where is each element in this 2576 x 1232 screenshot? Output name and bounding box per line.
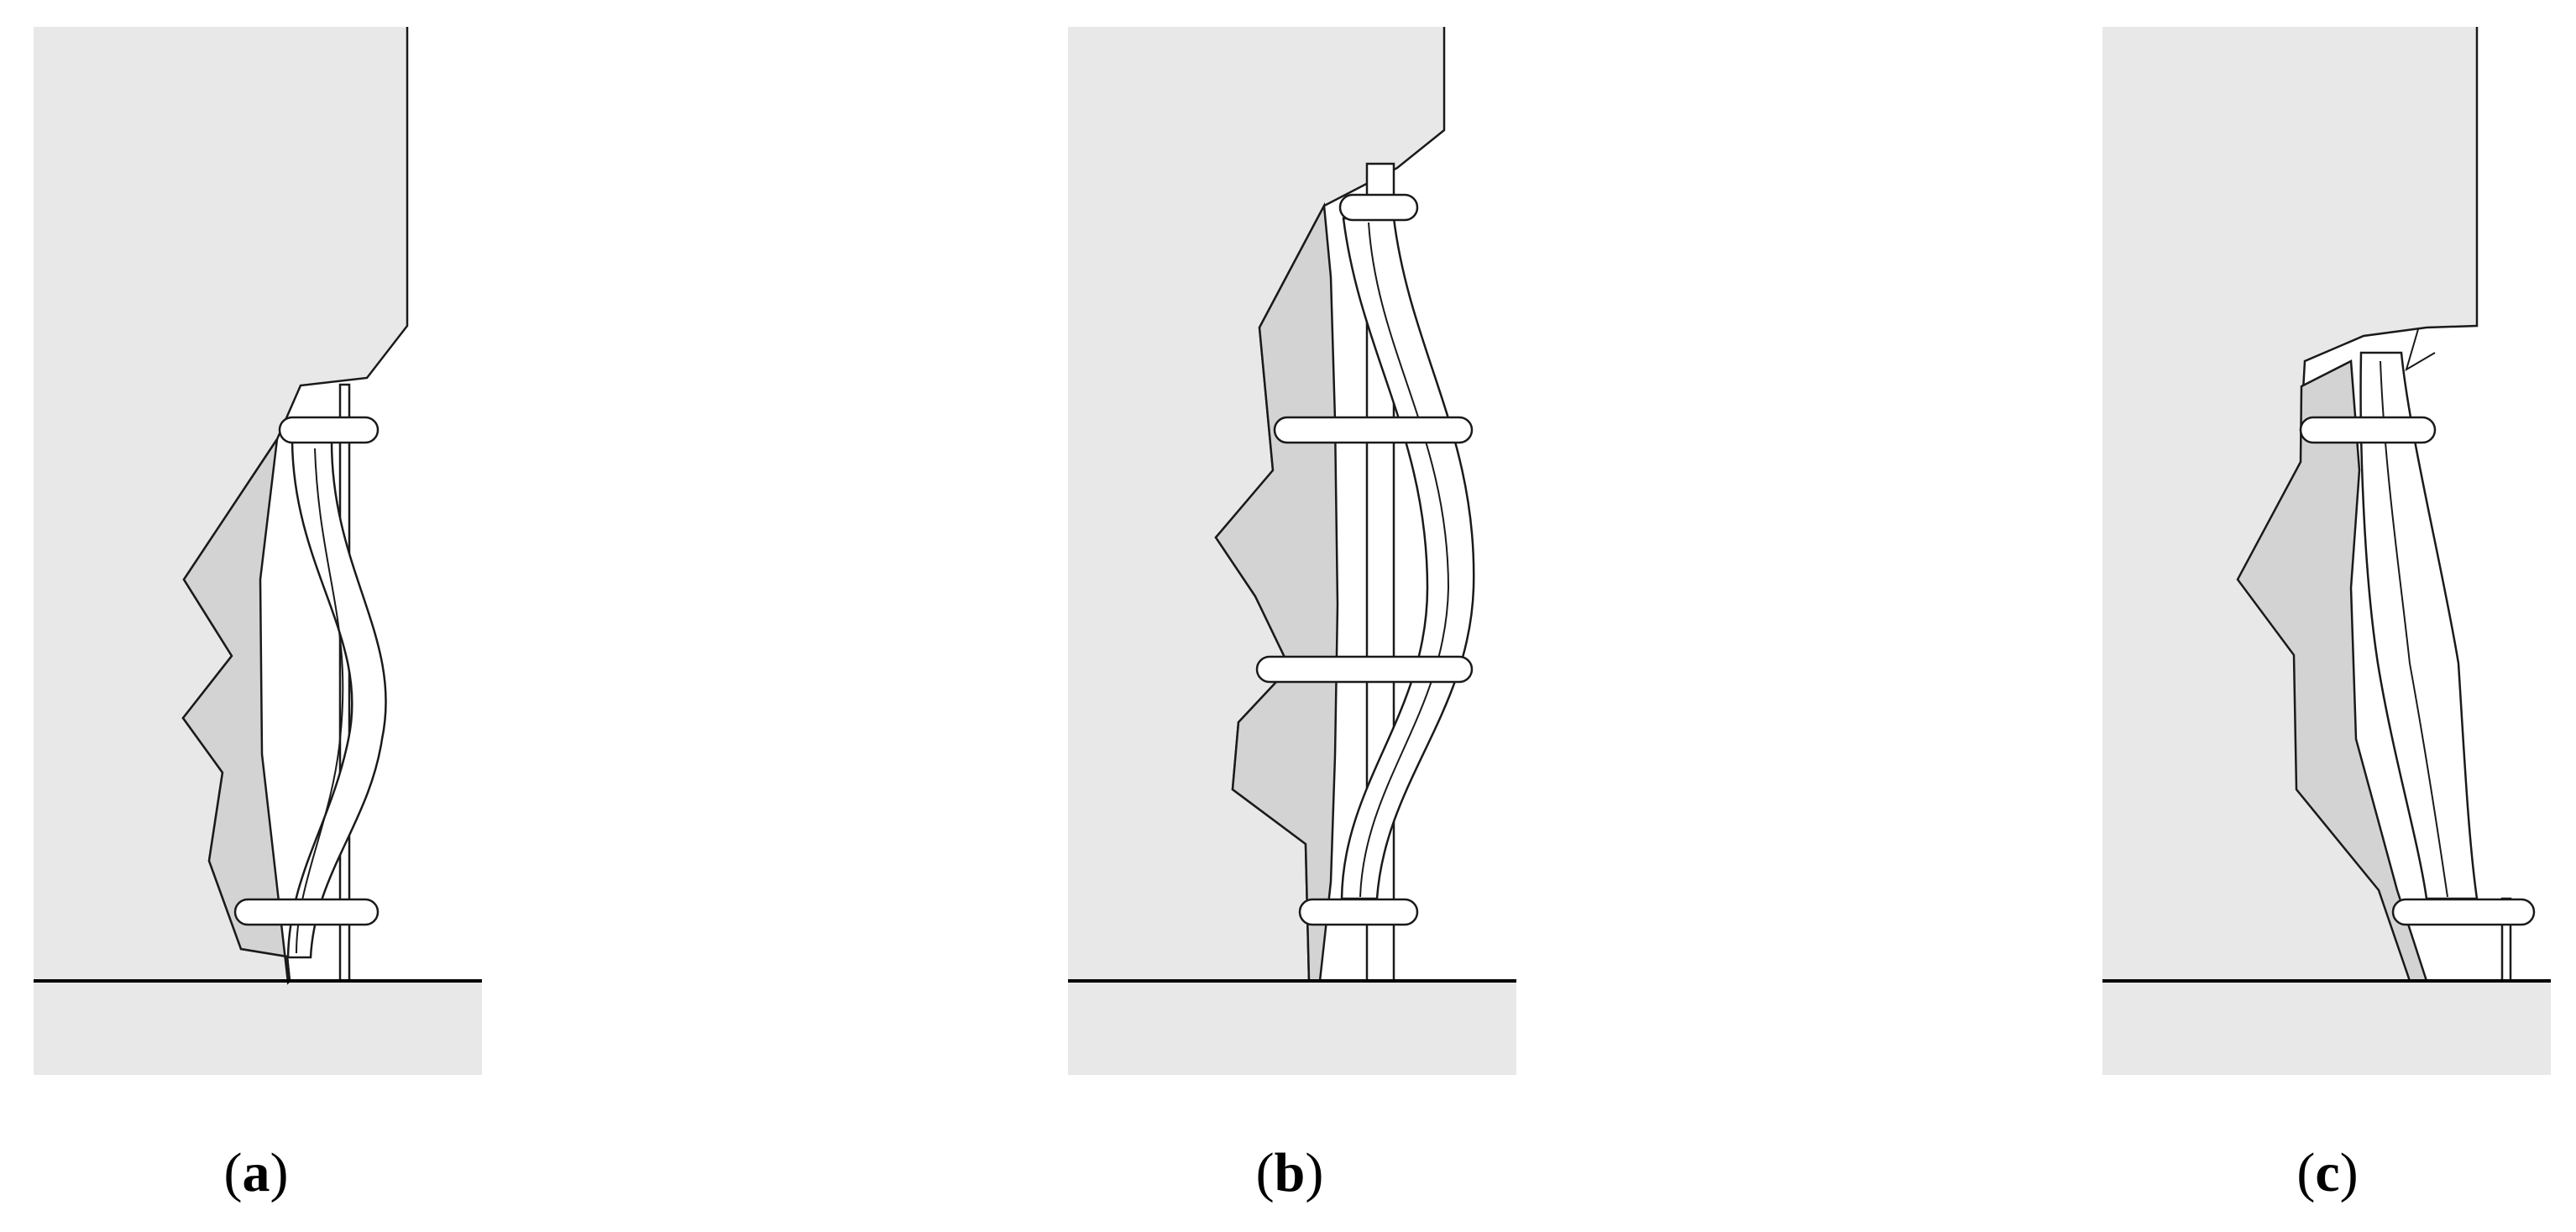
panel-b-plate-3: [1255, 655, 1474, 684]
panel-a-bolt: [286, 383, 387, 983]
panel-a-lower-plate: [233, 898, 380, 926]
panel-a-upper-plate: [278, 416, 380, 444]
panel-b-ground: [1068, 981, 1516, 1075]
panel-b-bolt-rod: [1359, 222, 1450, 898]
panel-a-buckled-zone: [181, 438, 291, 985]
panel-a-caption: (a): [224, 1142, 289, 1203]
panel-b-plate-4: [1298, 898, 1419, 926]
panel-b-buckled-zone: [1214, 202, 1339, 983]
panel-b-rock-mass: [1068, 27, 1444, 981]
panel-b-plate-2: [1273, 416, 1474, 444]
panel-a-ground: [34, 981, 482, 1075]
panel-c-lower-plate: [2391, 898, 2536, 926]
panel-c-rock-edge: [2300, 27, 2479, 421]
panel-c-caption: (c): [2296, 1142, 2358, 1203]
panel-c-bolt-tip: [2405, 328, 2436, 372]
panel-b-caption: (b): [1256, 1142, 1324, 1203]
panel-c-bolt-rod: [2380, 360, 2448, 898]
panel-c-ground: [2102, 981, 2551, 1075]
panel-b-plate-1: [1338, 193, 1419, 222]
panel-b: [1068, 27, 1516, 1075]
panel-c: [2102, 27, 2551, 1075]
panel-c-upper-plate: [2299, 416, 2437, 444]
panel-a-rock-mass: [34, 27, 407, 981]
panel-a-bolt-rod: [296, 448, 344, 954]
panel-b-bolt: [1340, 162, 1475, 983]
panel-a: [34, 27, 482, 1075]
panel-c-rock-mass: [2102, 27, 2477, 981]
